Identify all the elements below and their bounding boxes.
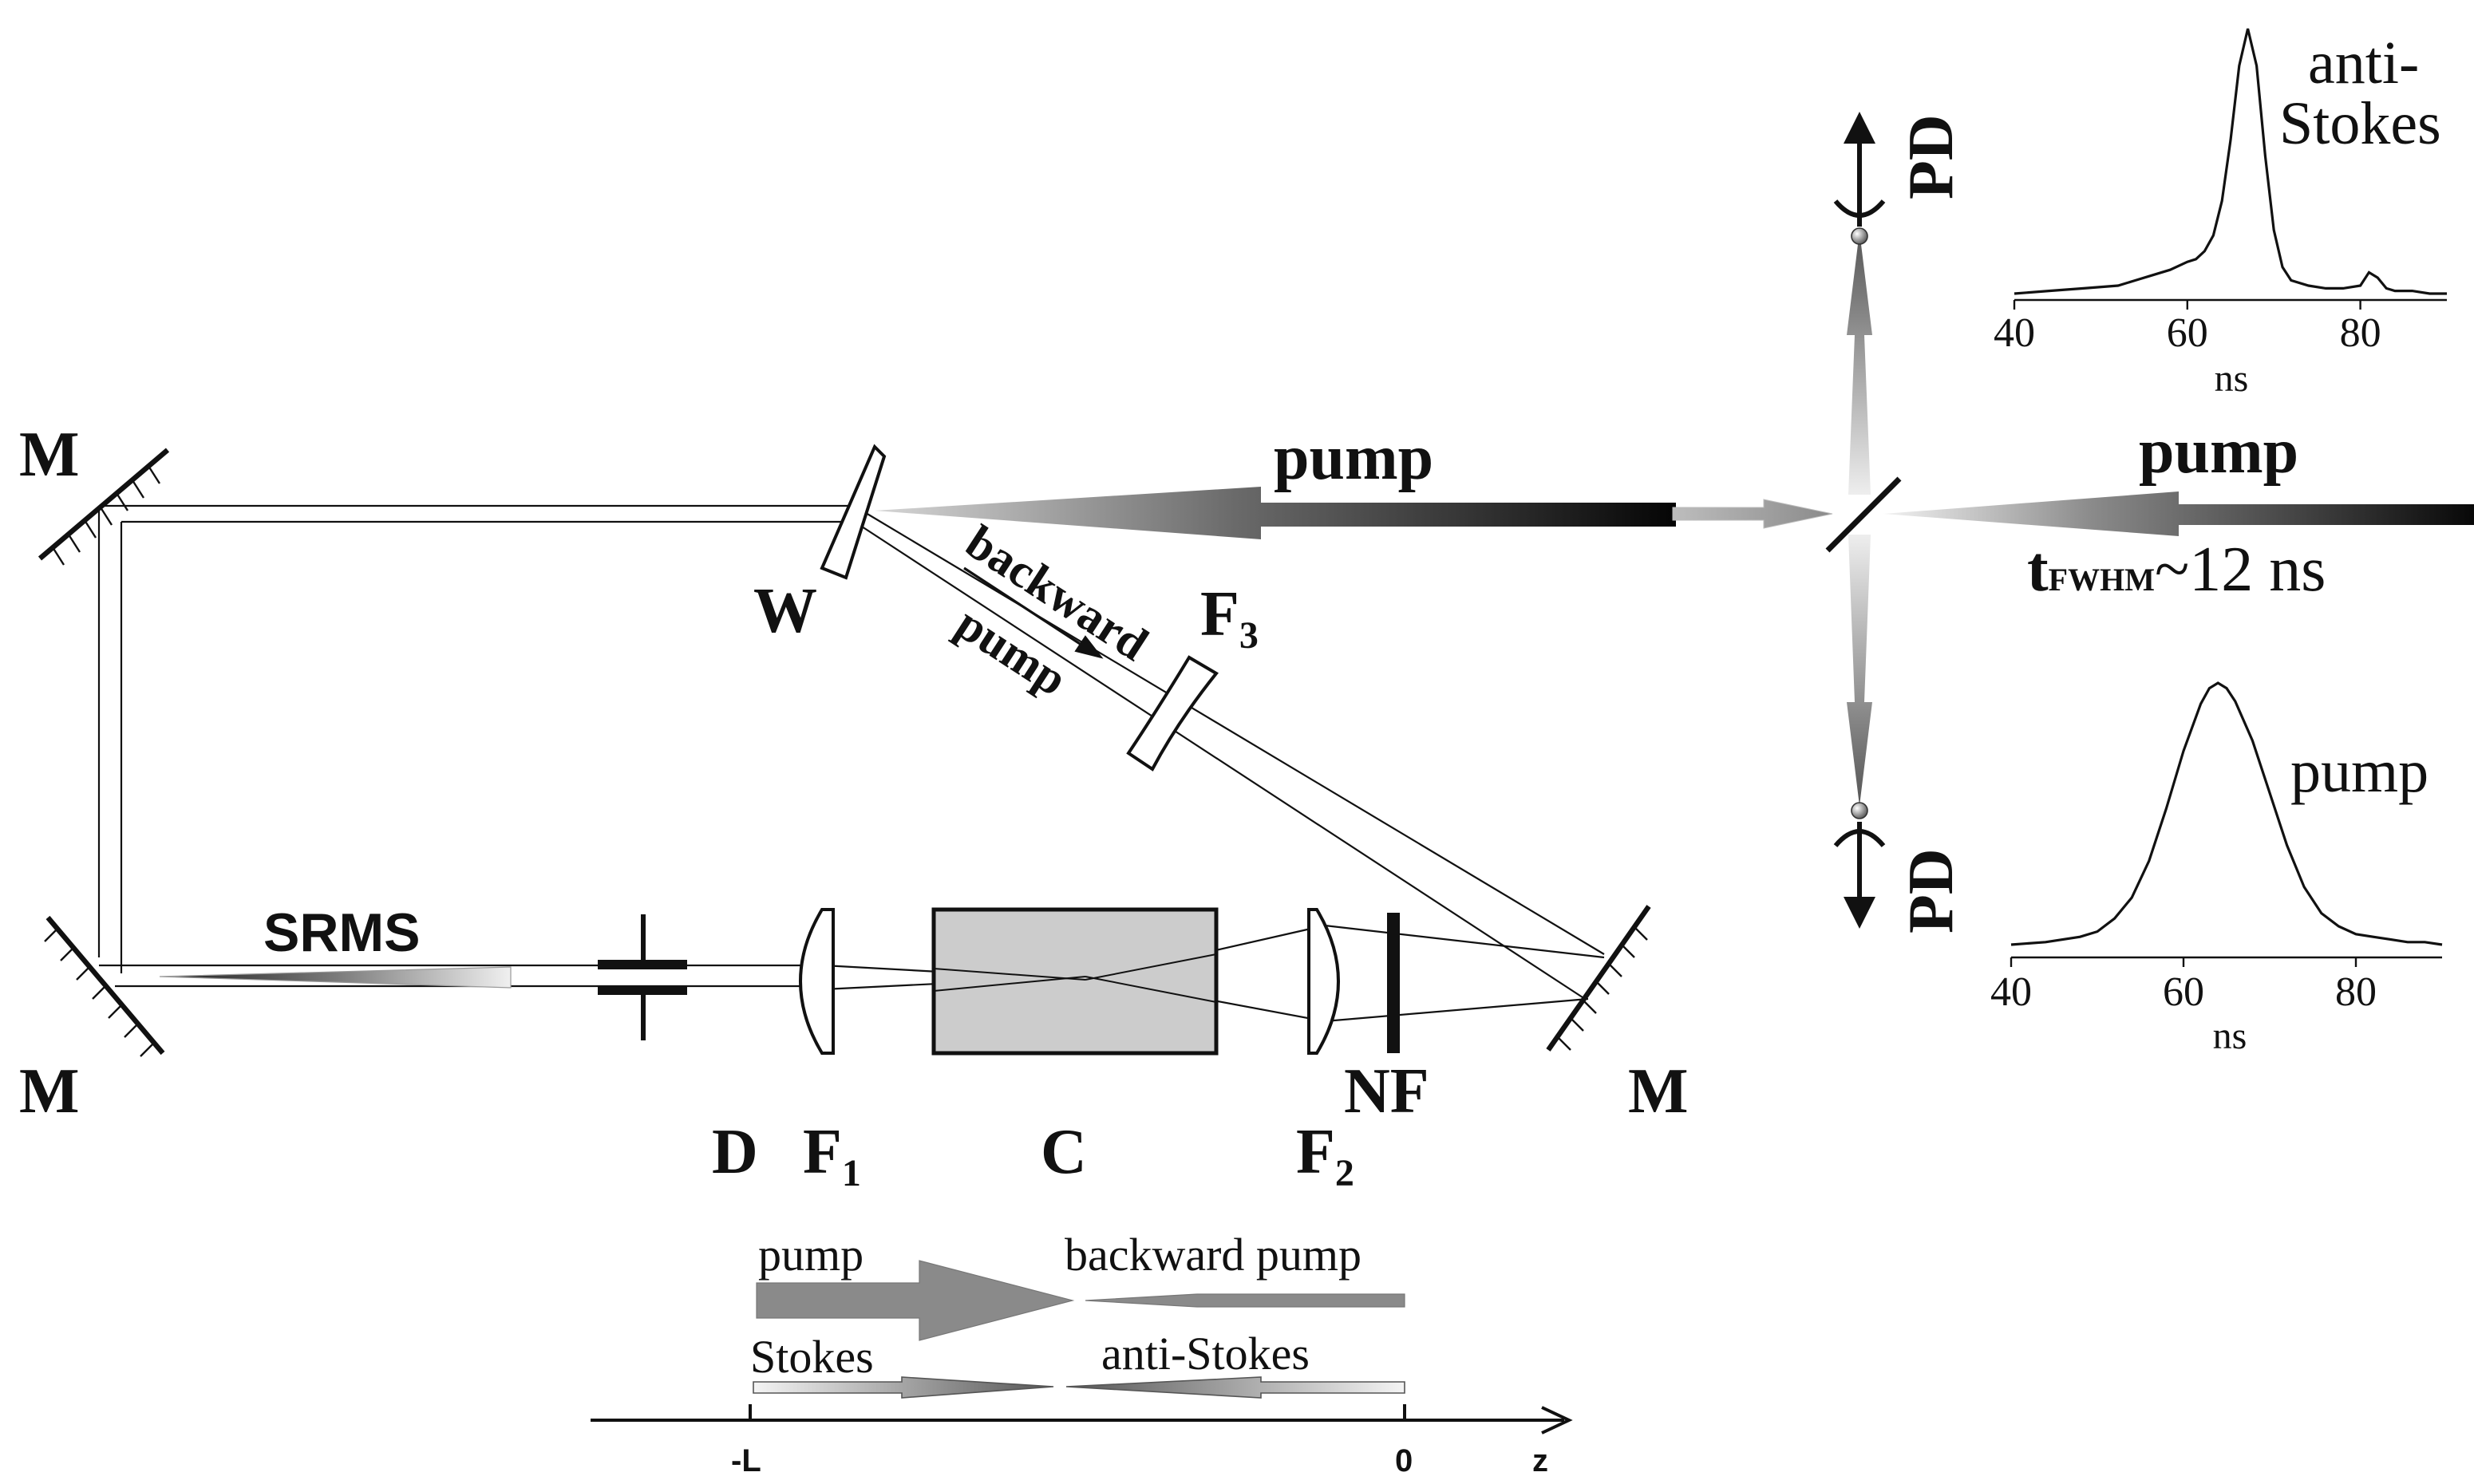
x-axis-label: ns — [2215, 357, 2249, 400]
label-notch-filter: NF — [1344, 1056, 1429, 1127]
scheme-backward-pump-arrow — [1085, 1293, 1405, 1308]
x-axis-label: ns — [2213, 1015, 2247, 1057]
label-pump-left: pump — [1274, 423, 1433, 493]
diagonal-beam-a — [861, 510, 1605, 955]
cell-beam-lines — [933, 953, 1217, 1003]
z-axis-arrowhead — [1541, 1406, 1573, 1435]
scheme-pump-arrow — [756, 1260, 1075, 1341]
z-axis-label-end: 0 — [1395, 1443, 1413, 1478]
photodiode-bottom-detector — [1851, 802, 1868, 819]
raman-cell — [931, 907, 1219, 1056]
chart-title-line1: anti- — [2308, 30, 2419, 97]
chart-title-line2: Stokes — [2279, 90, 2441, 157]
x-tick-label: 80 — [2335, 969, 2377, 1015]
photodiode-top — [1833, 112, 1886, 245]
label-lens-f1: F1 — [803, 1117, 861, 1194]
x-axis-ticks: 40 60 80 — [1994, 300, 2381, 356]
scheme-label-backward-pump: backward pump — [1065, 1229, 1361, 1281]
label-aperture: D — [712, 1117, 758, 1187]
x-tick-label: 40 — [1990, 969, 2032, 1015]
aperture-d — [598, 914, 687, 1040]
pump-transfer-arrow — [1672, 499, 1833, 529]
series-line-pump — [2010, 681, 2443, 946]
mirror-bottom-right — [1546, 905, 1651, 1052]
label-lens-f3: F3 — [1200, 579, 1259, 657]
label-mirror-bottom-left: M — [19, 1056, 80, 1127]
chart-pump: 40 60 80 ns pump — [1990, 681, 2443, 1057]
label-srms: SRMS — [263, 902, 420, 963]
x-tick-label: 80 — [2340, 310, 2381, 356]
label-cell: C — [1041, 1117, 1087, 1187]
lens-f1 — [799, 908, 835, 1055]
mirror-bottom-left — [44, 915, 165, 1057]
f2-beam-lower — [1324, 997, 1589, 1023]
label-photodiode-bottom: PD — [1896, 848, 1966, 933]
label-lens-f2: F2 — [1296, 1117, 1354, 1194]
z-axis-label-name: z — [1532, 1443, 1548, 1478]
propagation-scheme: pump backward pump Stokes anti-Stokes -L… — [591, 1229, 1573, 1478]
label-wedge: W — [753, 576, 817, 646]
x-tick-label: 40 — [1994, 310, 2035, 356]
arrow-up-icon — [1844, 112, 1875, 144]
label-pulse-width: tFWHM~12 ns — [2027, 535, 2326, 605]
beam-to-top-photodiode — [1847, 231, 1872, 495]
x-tick-label: 60 — [2167, 310, 2208, 356]
diagonal-beam-b — [861, 526, 1586, 1000]
scheme-label-pump: pump — [758, 1229, 864, 1281]
series-line-anti-stokes — [2014, 28, 2447, 295]
scheme-anti-stokes-arrow — [1065, 1376, 1405, 1399]
chart-anti-stokes: 40 60 80 ns anti- Stokes — [1994, 28, 2447, 400]
photodiode-bottom — [1833, 802, 1886, 929]
label-mirror-bottom-right: M — [1628, 1056, 1689, 1127]
lens-f2 — [1307, 908, 1340, 1055]
f2-beam-upper — [1324, 924, 1605, 959]
label-pump-right: pump — [2139, 416, 2298, 487]
srms-beam-arrow — [159, 966, 512, 989]
beam-to-bottom-photodiode — [1847, 535, 1872, 806]
label-mirror-top-left: M — [19, 420, 80, 490]
incoming-pump-arrow — [1883, 491, 2474, 536]
x-tick-label: 60 — [2163, 969, 2204, 1015]
beamsplitter — [1825, 476, 1902, 553]
arrow-down-icon — [1844, 897, 1875, 929]
wedge-plate — [820, 444, 887, 580]
scheme-label-anti-stokes: anti-Stokes — [1101, 1328, 1310, 1379]
pump-beam-arrow — [875, 487, 1676, 539]
z-axis-label-start: -L — [731, 1443, 761, 1478]
lens-f3 — [1126, 655, 1219, 772]
backward-pump-arrow — [963, 566, 1104, 659]
mirror-top-left — [38, 448, 170, 566]
chart-title: pump — [2290, 738, 2429, 805]
photodiode-top-detector — [1851, 227, 1868, 245]
notch-filter — [1387, 913, 1400, 1053]
scheme-stokes-arrow — [753, 1376, 1054, 1399]
label-photodiode-top: PD — [1896, 114, 1966, 199]
scheme-label-stokes: Stokes — [750, 1331, 874, 1383]
x-axis-ticks: 40 60 80 — [1990, 957, 2377, 1015]
